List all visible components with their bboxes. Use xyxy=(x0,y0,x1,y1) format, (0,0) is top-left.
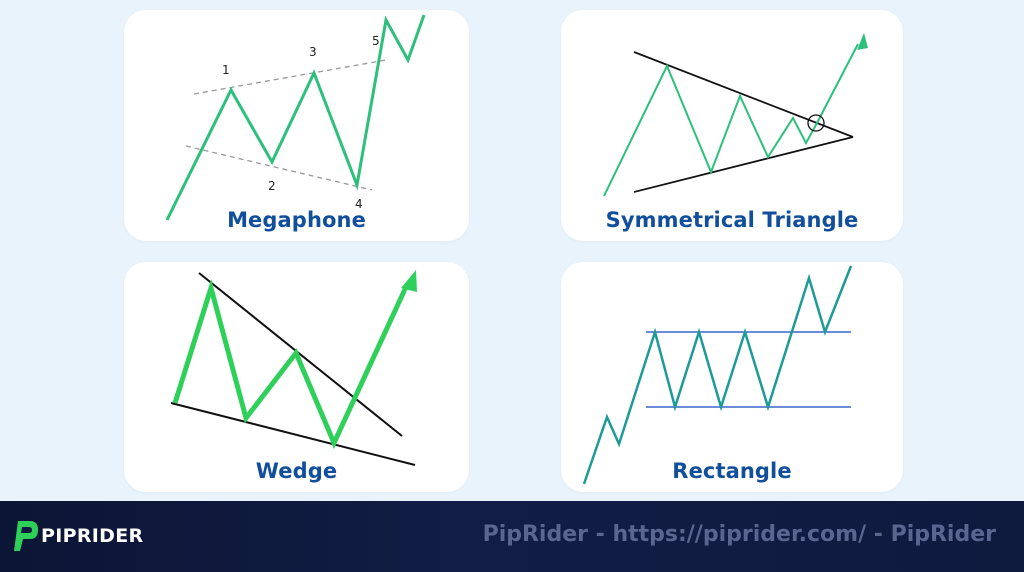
lower-trendline xyxy=(633,136,854,193)
lower-trendline xyxy=(185,145,373,191)
triangle-card: Symmetrical Triangle xyxy=(561,10,903,241)
megaphone-diagram: 1 2 3 4 5 xyxy=(165,14,426,221)
wedge-diagram xyxy=(170,270,417,466)
rectangle-card: Rectangle xyxy=(561,262,903,492)
breakout-arrowhead xyxy=(857,33,868,50)
watermark-text: PipRider - https://piprider.com/ - PipRi… xyxy=(482,522,996,547)
rectangle-title: Rectangle xyxy=(672,459,792,483)
price-line xyxy=(172,279,409,450)
wedge-card: Wedge xyxy=(124,262,469,492)
price-line xyxy=(165,14,426,221)
triangle-title: Symmetrical Triangle xyxy=(605,208,859,232)
point-label-3: 3 xyxy=(309,45,317,59)
price-line xyxy=(603,43,859,197)
wedge-title: Wedge xyxy=(255,459,338,483)
piprider-logo-icon xyxy=(14,521,38,551)
upper-trendline xyxy=(198,272,403,437)
triangle-diagram xyxy=(603,33,868,197)
logo-text: PIPRIDER xyxy=(41,525,144,547)
point-label-4: 4 xyxy=(355,197,363,211)
lower-trendline xyxy=(170,402,416,466)
price-line xyxy=(582,265,853,485)
megaphone-title: Megaphone xyxy=(227,208,366,232)
point-label-5: 5 xyxy=(372,34,380,48)
rectangle-diagram xyxy=(582,265,853,485)
megaphone-card: 1 2 3 4 5 Megaphone xyxy=(124,10,469,241)
footer-bar: PIPRIDER PipRider - https://piprider.com… xyxy=(0,501,1024,572)
breakout-circle xyxy=(807,114,825,132)
breakout-arrowhead xyxy=(401,270,417,292)
point-label-1: 1 xyxy=(222,63,230,77)
point-label-2: 2 xyxy=(268,179,276,193)
upper-trendline xyxy=(193,59,387,95)
